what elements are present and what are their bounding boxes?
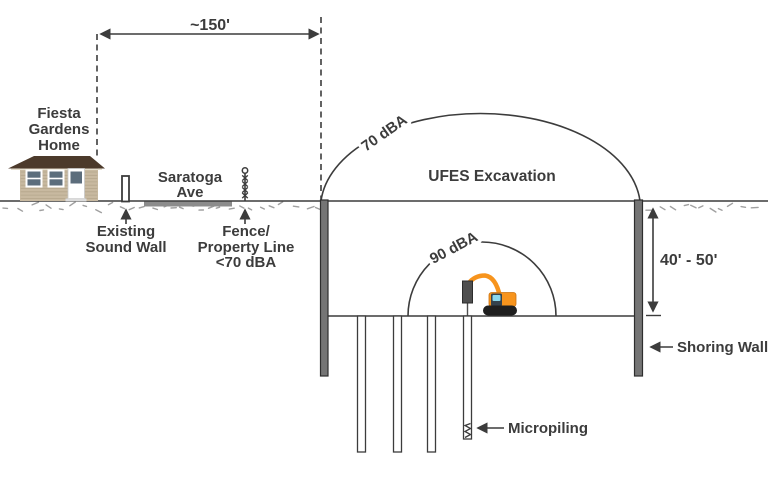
foundation-pile	[392, 315, 403, 453]
house-doorstep	[65, 198, 87, 202]
drill-mast	[462, 280, 473, 304]
micropiling-label: Micropiling	[508, 420, 588, 437]
house-window-left	[25, 169, 43, 188]
foundation-pile	[426, 315, 437, 453]
micropile-auger-bit	[463, 422, 472, 439]
sound-wall-label-line1: Existing	[97, 223, 155, 240]
shoring-wall-left	[319, 199, 329, 377]
rig-boom	[466, 273, 503, 300]
street-label-line2: Ave	[177, 184, 204, 201]
noise-90dba-label: 90 dBA	[427, 228, 481, 267]
home-label-line3: Home	[38, 137, 80, 154]
sound-wall-label-line2: Sound Wall	[85, 239, 166, 256]
rig-tracks	[483, 305, 517, 316]
house-roof	[8, 156, 105, 169]
noise-arc-90dba	[407, 241, 557, 317]
noise-70dba-label: 70 dBA	[358, 111, 410, 155]
house-window-middle	[47, 169, 65, 188]
fence-label-line1: Fence/	[222, 223, 270, 240]
shoring-wall-label: Shoring Wall	[677, 339, 768, 356]
street-label: Saratoga Ave	[158, 169, 223, 201]
fence-label-line3: <70 dBA	[216, 254, 277, 271]
fence-x-marks	[241, 174, 249, 199]
foundation-pile	[356, 315, 367, 453]
fence-label-line2: Property Line	[198, 239, 295, 256]
fence-property-line-symbol	[241, 167, 249, 201]
fence-label: Fence/ Property Line <70 dBA	[198, 223, 295, 271]
excavation-label: UFES Excavation	[428, 168, 556, 185]
home-label: Fiesta Gardens Home	[29, 105, 90, 154]
ground-hatching	[2, 201, 759, 214]
road-surface	[144, 201, 232, 207]
drill-rig	[462, 273, 517, 316]
micropile	[462, 315, 473, 440]
distance-dimension-label: ~150'	[190, 17, 230, 34]
house-illustration	[8, 156, 105, 202]
street-label-line1: Saratoga	[158, 169, 223, 186]
house-door	[67, 168, 85, 199]
sound-wall-label: Existing Sound Wall	[85, 223, 166, 256]
depth-dimension-label: 40' - 50'	[660, 252, 717, 269]
noise-arc-70dba	[320, 112, 641, 202]
home-label-line1: Fiesta	[37, 105, 81, 122]
sound-wall-post	[121, 175, 130, 203]
shoring-wall-right	[633, 199, 644, 377]
rig-cab-window	[492, 295, 501, 301]
home-label-line2: Gardens	[29, 121, 90, 138]
